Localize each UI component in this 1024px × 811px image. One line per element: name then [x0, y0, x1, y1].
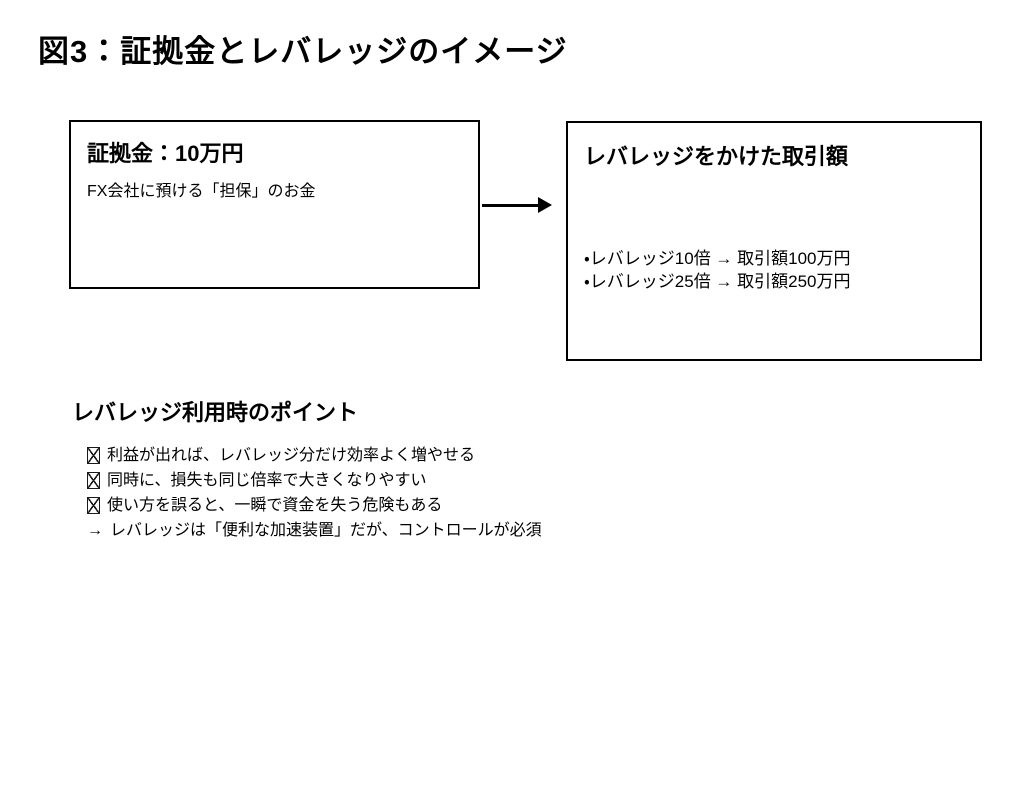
figure-title: 図3：証拠金とレバレッジのイメージ: [38, 34, 568, 69]
point-text: 同時に、損失も同じ倍率で大きくなりやすい: [107, 472, 427, 489]
leverage-items: ・レバレッジ10倍 → 取引額100万円 ・レバレッジ25倍 → 取引額250万…: [584, 247, 964, 293]
leverage-box: レバレッジをかけた取引額 ・レバレッジ10倍 → 取引額100万円 ・レバレッジ…: [566, 121, 982, 361]
missing-glyph-icon: [87, 472, 100, 489]
list-item: 利益が出れば、レバレッジ分だけ効率よく増やせる: [87, 443, 542, 468]
margin-box: 証拠金：10万円 FX会社に預ける「担保」のお金: [69, 120, 480, 289]
list-item: 同時に、損失も同じ倍率で大きくなりやすい: [87, 468, 542, 493]
margin-box-heading: 証拠金：10万円: [87, 141, 244, 166]
leverage-box-heading: レバレッジをかけた取引額: [584, 144, 849, 169]
list-item: 使い方を誤ると、一瞬で資金を失う危険もある: [87, 493, 542, 518]
missing-glyph-icon: [87, 497, 100, 514]
list-item: → レバレッジは「便利な加速装置」だが、コントロールが必須: [87, 518, 542, 543]
connector-arrow: [482, 197, 552, 213]
leverage-item: ・レバレッジ25倍 → 取引額250万円: [584, 272, 851, 291]
point-text: 利益が出れば、レバレッジ分だけ効率よく増やせる: [107, 447, 476, 464]
point-text: 使い方を誤ると、一瞬で資金を失う危険もある: [107, 497, 443, 514]
points-heading: レバレッジ利用時のポイント: [72, 400, 359, 425]
missing-glyph-icon: [87, 447, 100, 464]
arrow-line: [482, 204, 540, 207]
arrow-head-icon: [538, 197, 552, 213]
margin-box-subtext: FX会社に預ける「担保」のお金: [87, 183, 316, 200]
points-list: 利益が出れば、レバレッジ分だけ効率よく増やせる 同時に、損失も同じ倍率で大きくな…: [87, 443, 542, 543]
leverage-item: ・レバレッジ10倍 → 取引額100万円: [584, 249, 851, 268]
point-text: レバレッジは「便利な加速装置」だが、コントロールが必須: [110, 522, 542, 539]
right-arrow-icon: →: [87, 522, 103, 539]
